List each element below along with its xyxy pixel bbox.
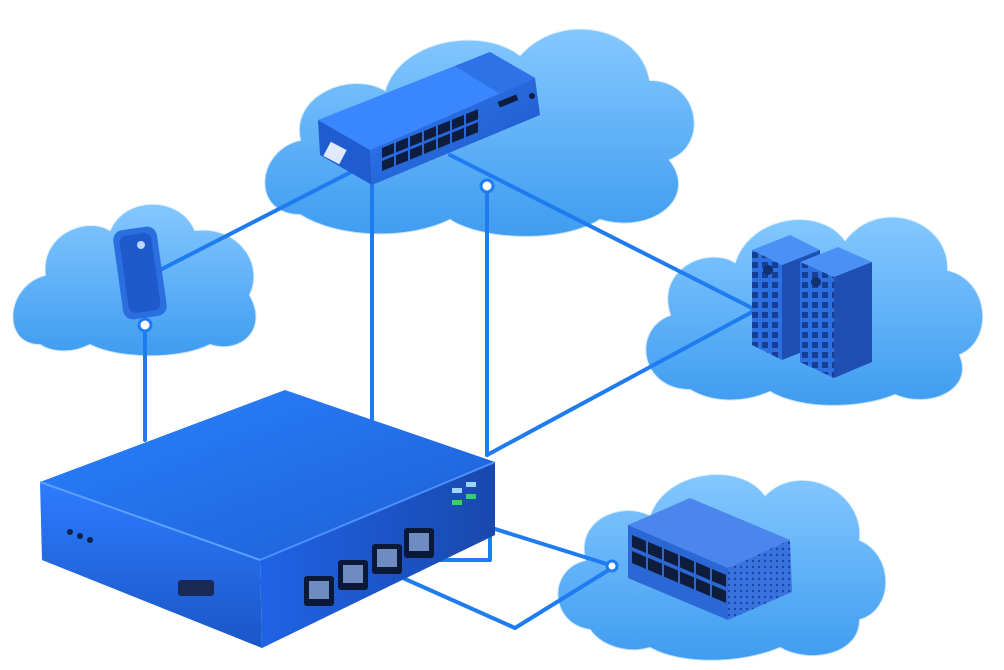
switch-power-button — [529, 93, 535, 99]
router-ports — [304, 528, 434, 606]
switch-uplink-ports — [323, 141, 347, 165]
link-router-patch-2 — [383, 566, 614, 630]
link-switch-servers — [448, 153, 754, 310]
server-tower-icon — [752, 235, 872, 378]
switch-ports — [382, 109, 478, 171]
mobile-camera — [137, 241, 145, 249]
router-status-leds — [452, 482, 476, 505]
router-icon — [39, 390, 496, 648]
mobile-device-icon — [113, 226, 167, 320]
link-router-servers — [485, 310, 754, 457]
link-mobile-switch — [158, 168, 357, 272]
router-front-slot — [178, 580, 214, 596]
node-dot-mobile — [137, 317, 153, 333]
patch-panel-ports — [632, 535, 726, 603]
patch-panel-icon — [628, 498, 792, 620]
node-dot-switch — [479, 178, 495, 194]
switch-card-slot — [497, 94, 519, 108]
node-dot-patch — [605, 559, 619, 573]
router-power-led — [67, 529, 73, 535]
server-tower-2 — [800, 247, 872, 378]
network-switch-icon — [318, 52, 540, 185]
